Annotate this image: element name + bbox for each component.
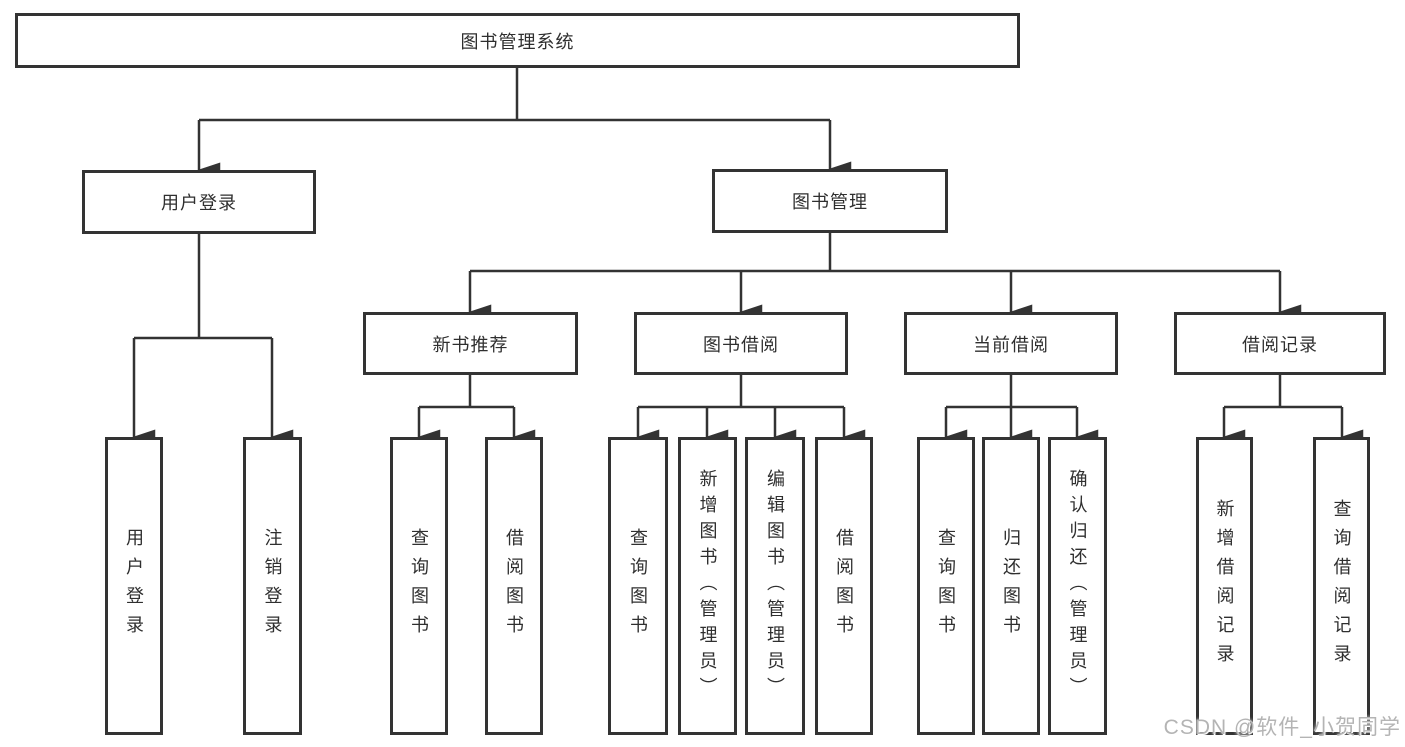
node-leaf-return-books: 归还图书 [982, 437, 1040, 735]
node-book-management-module-label: 图书管理 [792, 192, 868, 212]
node-leaf-logout: 注销登录 [243, 437, 302, 735]
node-leaf-borrow-books-2: 借阅图书 [815, 437, 873, 735]
node-leaf-add-books-admin-label: 新增图书（管理员） [697, 469, 718, 703]
node-leaf-borrow-books-1: 借阅图书 [485, 437, 543, 735]
node-leaf-return-books-label: 归还图书 [1001, 528, 1021, 644]
node-book-management-module: 图书管理 [712, 169, 948, 233]
node-leaf-edit-books-admin-label: 编辑图书（管理员） [765, 469, 785, 703]
node-current-borrow-label: 当前借阅 [973, 334, 1049, 355]
node-leaf-user-login: 用户登录 [105, 437, 163, 735]
node-book-borrow: 图书借阅 [634, 312, 848, 375]
node-borrow-records-label: 借阅记录 [1242, 334, 1318, 355]
node-leaf-search-borrow-record: 查询借阅记录 [1313, 437, 1370, 735]
node-new-book-recommend: 新书推荐 [363, 312, 578, 375]
node-borrow-records: 借阅记录 [1174, 312, 1386, 375]
node-leaf-user-login-label: 用户登录 [124, 528, 144, 644]
csdn-watermark: CSDN @软件_小贺同学 [1163, 716, 1401, 739]
node-leaf-search-borrow-record-label: 查询借阅记录 [1331, 499, 1352, 673]
node-leaf-confirm-return-admin-label: 确认归还（管理员） [1067, 469, 1088, 703]
node-root-system-label: 图书管理系统 [460, 31, 575, 52]
node-leaf-logout-label: 注销登录 [262, 528, 283, 644]
node-current-borrow: 当前借阅 [904, 312, 1118, 375]
node-leaf-add-borrow-record-label: 新增借阅记录 [1214, 499, 1235, 673]
node-leaf-search-books-2-label: 查询图书 [628, 528, 648, 644]
node-new-book-recommend-label: 新书推荐 [432, 334, 509, 355]
node-book-borrow-label: 图书借阅 [703, 334, 779, 355]
node-leaf-search-books-1: 查询图书 [390, 437, 448, 735]
node-leaf-search-books-3-label: 查询图书 [936, 528, 956, 644]
node-user-login-module: 用户登录 [82, 170, 316, 234]
node-leaf-confirm-return-admin: 确认归还（管理员） [1048, 437, 1107, 735]
node-leaf-borrow-books-1-label: 借阅图书 [504, 528, 524, 644]
node-leaf-search-books-3: 查询图书 [917, 437, 975, 735]
node-root-system: 图书管理系统 [15, 13, 1020, 68]
node-user-login-module-label: 用户登录 [161, 193, 237, 213]
node-leaf-search-books-2: 查询图书 [608, 437, 668, 735]
node-leaf-search-books-1-label: 查询图书 [409, 528, 429, 644]
node-leaf-borrow-books-2-label: 借阅图书 [834, 528, 854, 644]
node-leaf-edit-books-admin: 编辑图书（管理员） [745, 437, 805, 735]
node-leaf-add-borrow-record: 新增借阅记录 [1196, 437, 1253, 735]
node-leaf-add-books-admin: 新增图书（管理员） [678, 437, 737, 735]
